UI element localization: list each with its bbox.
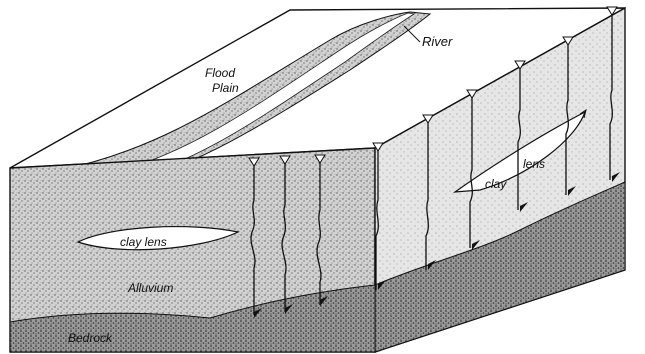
- bedrock-label: Bedrock: [68, 331, 113, 345]
- flood-plain-label: Flood: [205, 66, 235, 80]
- clay-lens-right-label-1: clay: [485, 177, 507, 191]
- flood-plain-label-2: Plain: [212, 81, 239, 95]
- alluvium-label: Alluvium: [127, 281, 173, 295]
- river-label: River: [422, 34, 453, 49]
- clay-lens-right-label-2: lens: [523, 157, 545, 171]
- clay-lens-left-label: clay lens: [120, 235, 167, 249]
